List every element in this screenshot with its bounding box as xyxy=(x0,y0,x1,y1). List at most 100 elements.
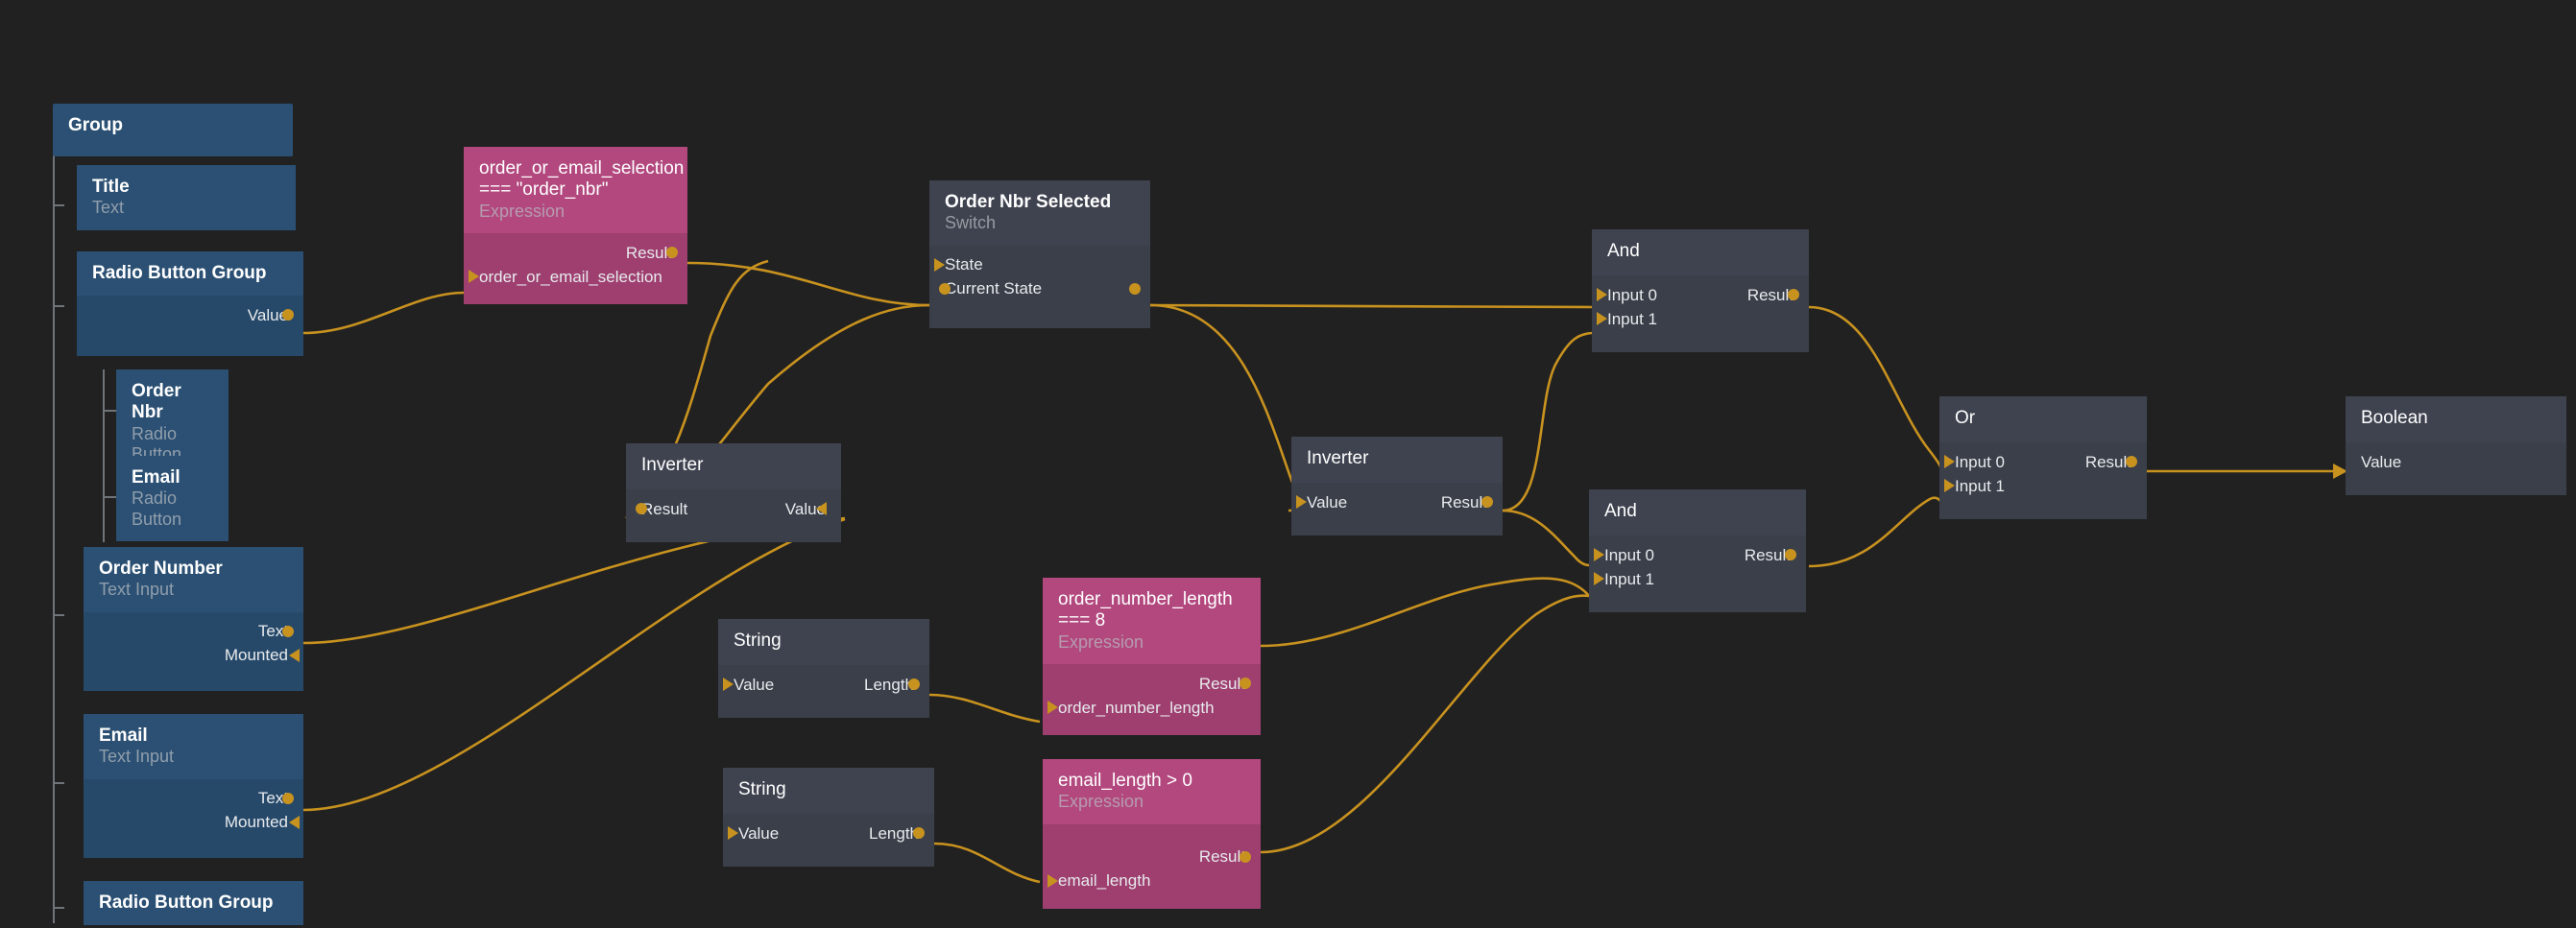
node-and-1-title: And xyxy=(1607,241,1640,261)
node-or[interactable]: Or Input 0 Result Input 1 xyxy=(1939,396,2147,520)
node-radio-button-group[interactable]: Radio Button Group Value xyxy=(77,251,303,357)
port-row-state[interactable]: State xyxy=(934,253,1135,277)
port-row-mounted[interactable]: Mounted xyxy=(99,811,300,835)
input-arrow-icon[interactable] xyxy=(1597,288,1607,302)
port-label-expr-input: order_number_length xyxy=(1058,698,1215,717)
tree-trunk xyxy=(53,155,55,923)
tree-branch-radio-group-2 xyxy=(53,907,64,909)
output-dot-icon[interactable] xyxy=(2126,456,2137,468)
node-expression-email-length[interactable]: email_length > 0 Expression Result email… xyxy=(1043,759,1261,909)
node-expression-email-length-body: Result email_length xyxy=(1043,823,1261,909)
input-dot-icon[interactable] xyxy=(939,282,951,295)
input-arrow-icon[interactable] xyxy=(723,678,734,692)
input-arrow-icon[interactable] xyxy=(1594,572,1604,586)
output-dot-icon[interactable] xyxy=(913,827,925,840)
node-inverter-2[interactable]: Inverter Value Result xyxy=(1291,437,1503,536)
input-arrow-icon[interactable] xyxy=(1047,701,1058,715)
port-row-inverter-1[interactable]: Result Value xyxy=(636,497,827,521)
node-expression-order-or-email[interactable]: order_or_email_selection === "order_nbr"… xyxy=(464,147,687,305)
node-order-number-input-type: Text Input xyxy=(99,580,175,600)
port-row-and-1-input-0[interactable]: Input 0 Result xyxy=(1597,283,1799,307)
port-row-boolean-value[interactable]: Value xyxy=(2361,450,2551,474)
port-row-expr-input[interactable]: email_length xyxy=(1047,869,1245,893)
port-row-expr-input[interactable]: order_number_length xyxy=(1047,696,1245,720)
node-email-input[interactable]: Email Text Input Text Mounted xyxy=(84,714,303,858)
port-row-inverter-2[interactable]: Value Result xyxy=(1296,490,1493,514)
input-arrow-icon[interactable] xyxy=(469,270,479,284)
node-email-input-title: Email xyxy=(99,726,148,746)
port-label-result: Result xyxy=(2084,452,2131,471)
port-row-result[interactable]: Result xyxy=(1058,845,1251,869)
tree-branch-email xyxy=(53,782,64,784)
port-row-expr-input[interactable]: order_or_email_selection xyxy=(469,265,672,289)
node-and-2[interactable]: And Input 0 Result Input 1 xyxy=(1589,489,1806,613)
node-inverter-1-body: Result Value xyxy=(626,489,841,543)
node-string-2[interactable]: String Value Length xyxy=(723,768,934,868)
input-arrow-icon[interactable] xyxy=(1944,455,1955,469)
node-expression-order-or-email-header: order_or_email_selection === "order_nbr"… xyxy=(464,147,687,234)
output-dot-icon[interactable] xyxy=(282,792,294,804)
output-dot-icon[interactable] xyxy=(1129,282,1141,295)
node-boolean[interactable]: Boolean Value xyxy=(2346,396,2566,496)
input-arrow-icon[interactable] xyxy=(934,257,945,272)
input-arrow-icon[interactable] xyxy=(728,826,738,841)
node-group-header: Group xyxy=(53,104,293,148)
port-row-and-2-input-1[interactable]: Input 1 xyxy=(1594,567,1791,591)
input-arrow-icon[interactable] xyxy=(1944,479,1955,493)
node-email-radio[interactable]: Email Radio Button xyxy=(116,456,229,541)
port-row-result[interactable]: Result xyxy=(1058,672,1251,696)
port-row-or-input-0[interactable]: Input 0 Result xyxy=(1944,450,2137,474)
port-label-current-state: Current State xyxy=(945,279,1043,298)
node-expression-order-number-length[interactable]: order_number_length === 8 Expression Res… xyxy=(1043,578,1261,736)
node-email-input-body: Text Mounted xyxy=(84,778,303,858)
port-row-current-state[interactable]: Current State xyxy=(939,277,1141,301)
port-label-input-1: Input 1 xyxy=(1955,476,2005,495)
input-arrow-icon[interactable] xyxy=(1597,312,1607,326)
node-inverter-1[interactable]: Inverter Result Value xyxy=(626,443,841,543)
port-label-result: Result xyxy=(1198,847,1245,867)
input-arrow-icon[interactable] xyxy=(816,502,827,516)
input-arrow-icon[interactable] xyxy=(1594,548,1604,562)
port-row-or-input-1[interactable]: Input 1 xyxy=(1944,474,2131,498)
node-title[interactable]: Title Text xyxy=(77,165,296,230)
output-dot-icon[interactable] xyxy=(908,678,920,691)
node-switch-order-nbr-selected[interactable]: Order Nbr Selected Switch State Current … xyxy=(929,180,1150,328)
node-boolean-header: Boolean xyxy=(2346,396,2566,443)
port-row-mounted[interactable]: Mounted xyxy=(99,644,300,668)
output-dot-icon[interactable] xyxy=(282,625,294,637)
node-order-number-input[interactable]: Order Number Text Input Text Mounted xyxy=(84,547,303,691)
node-radio-button-group-2[interactable]: Radio Button Group xyxy=(84,881,303,926)
node-string-1[interactable]: String Value Length xyxy=(718,619,929,719)
output-arrow-icon[interactable] xyxy=(289,648,300,662)
port-row-string-1[interactable]: Value Length xyxy=(723,673,920,697)
port-row-string-2[interactable]: Value Length xyxy=(728,821,925,845)
port-label-result: Result xyxy=(625,243,672,262)
port-row-and-1-input-1[interactable]: Input 1 xyxy=(1597,307,1794,331)
node-title-type: Text xyxy=(92,198,125,218)
output-dot-icon[interactable] xyxy=(282,309,294,321)
input-arrow-icon[interactable] xyxy=(1047,873,1058,888)
output-dot-icon[interactable] xyxy=(1785,549,1796,561)
node-group[interactable]: Group xyxy=(53,104,293,156)
node-and-1[interactable]: And Input 0 Result Input 1 xyxy=(1592,229,1809,353)
node-string-2-header: String xyxy=(723,768,934,815)
output-dot-icon[interactable] xyxy=(1788,289,1799,301)
node-inverter-1-title: Inverter xyxy=(641,455,704,475)
output-dot-icon[interactable] xyxy=(666,247,678,259)
port-row-value[interactable]: Value xyxy=(92,303,294,327)
output-dot-icon[interactable] xyxy=(1240,850,1251,863)
port-label-input-0: Input 0 xyxy=(1955,452,2005,471)
node-and-2-title: And xyxy=(1604,501,1637,521)
node-switch-body: State Current State xyxy=(929,245,1150,328)
port-row-text[interactable]: Text xyxy=(99,787,294,811)
port-label-input-1: Input 1 xyxy=(1604,569,1654,588)
port-row-text[interactable]: Text xyxy=(99,620,294,644)
port-row-result[interactable]: Result xyxy=(479,241,678,265)
output-arrow-icon[interactable] xyxy=(289,815,300,829)
node-order-number-input-body: Text Mounted xyxy=(84,611,303,691)
port-row-and-2-input-0[interactable]: Input 0 Result xyxy=(1594,543,1796,567)
output-dot-icon[interactable] xyxy=(1240,678,1251,690)
input-arrow-icon[interactable] xyxy=(1296,495,1307,510)
output-dot-icon[interactable] xyxy=(1481,496,1493,509)
